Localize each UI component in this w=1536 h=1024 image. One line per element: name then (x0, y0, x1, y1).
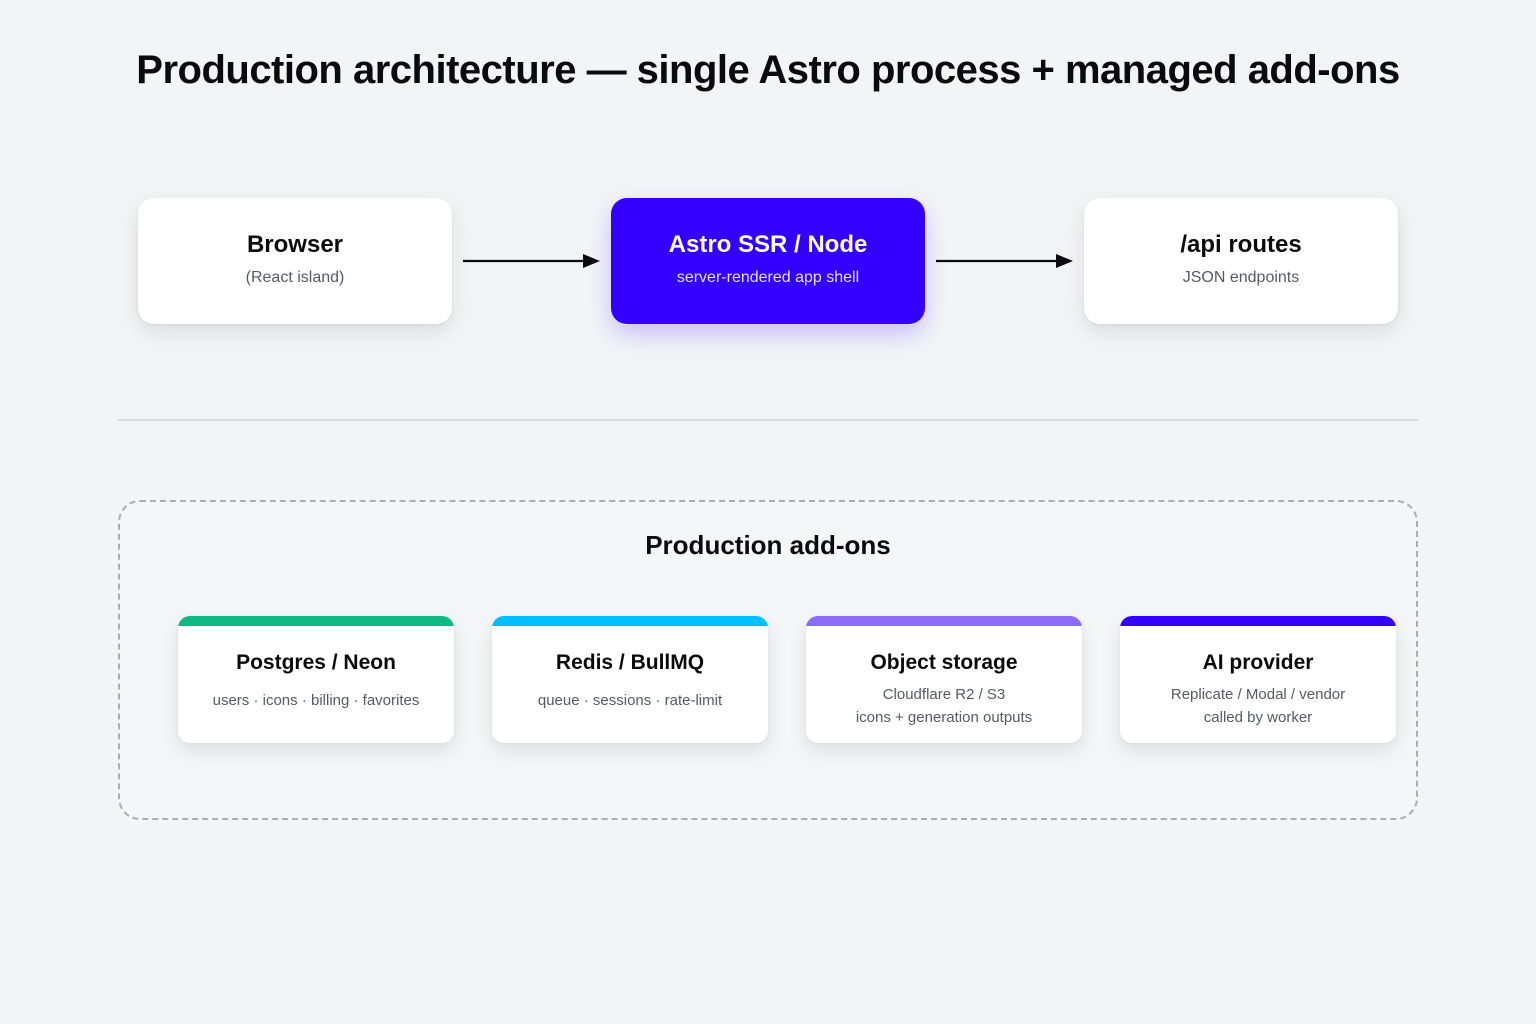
addon-card-object-storage: Object storage Cloudflare R2 / S3 icons … (806, 616, 1082, 743)
browser-node: Browser (React island) (138, 198, 452, 324)
accent-bar (178, 616, 454, 626)
page-title: Production architecture — single Astro p… (136, 48, 1400, 92)
addon-card-postgres: Postgres / Neon users · icons · billing … (178, 616, 454, 743)
addon-card-description: Cloudflare R2 / S3 icons + generation ou… (806, 683, 1082, 729)
addon-card-title: Redis / BullMQ (555, 651, 705, 674)
addon-card-redis: Redis / BullMQ queue · sessions · rate-l… (492, 616, 768, 743)
addons-group-title: Production add-ons (645, 530, 891, 560)
arrow-astro-to-api (936, 254, 1073, 268)
addon-card-line: icons + generation outputs (855, 709, 1033, 726)
browser-node-subtitle: (React island) (245, 269, 345, 286)
addon-card-line: queue · sessions · rate-limit (537, 692, 723, 709)
addon-card-title: AI provider (1202, 651, 1314, 674)
addon-card-title: Object storage (870, 651, 1018, 674)
api-routes-node: /api routes JSON endpoints (1084, 198, 1398, 324)
astro-node-title: Astro SSR / Node (668, 231, 868, 258)
addon-card-description: queue · sessions · rate-limit (492, 689, 768, 712)
accent-bar (1120, 616, 1396, 626)
addon-card-line: Cloudflare R2 / S3 (882, 686, 1006, 703)
addon-card-line: Replicate / Modal / vendor (1170, 686, 1346, 703)
addons-group: Production add-ons Postgres / Neon users… (118, 500, 1418, 820)
addon-card-description: users · icons · billing · favorites (178, 689, 454, 712)
addon-card-title: Postgres / Neon (236, 651, 396, 674)
section-divider (118, 419, 1418, 421)
accent-bar (806, 616, 1082, 626)
addon-card-line: users · icons · billing · favorites (212, 692, 420, 709)
addon-card-line: called by worker (1203, 709, 1313, 726)
browser-node-title: Browser (246, 231, 344, 258)
api-node-title: /api routes (1180, 231, 1302, 258)
api-node-subtitle: JSON endpoints (1182, 269, 1300, 286)
addon-card-ai-provider: AI provider Replicate / Modal / vendor c… (1120, 616, 1396, 743)
arrow-browser-to-astro (463, 254, 600, 268)
astro-ssr-node: Astro SSR / Node server-rendered app she… (611, 198, 925, 324)
accent-bar (492, 616, 768, 626)
addon-card-description: Replicate / Modal / vendor called by wor… (1120, 683, 1396, 729)
astro-node-subtitle: server-rendered app shell (676, 269, 860, 286)
